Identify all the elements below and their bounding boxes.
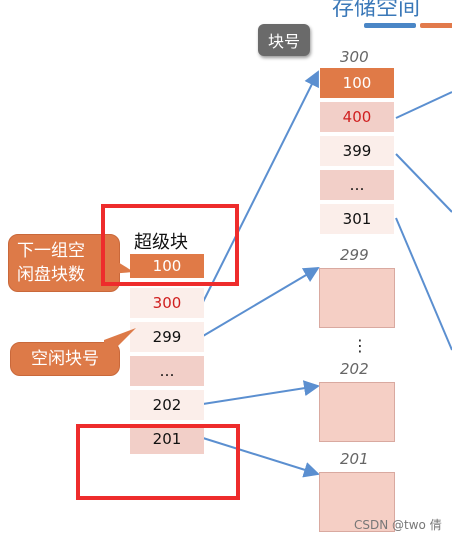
arrow-301-out [395, 217, 452, 351]
arrow-202-to-block202 [202, 380, 320, 405]
arrow-300-to-block300 [202, 70, 319, 303]
superblock: 100 300 299 … 202 201 [130, 254, 204, 454]
block299-label: 299 [340, 246, 369, 264]
page-title: 存储空间 [332, 0, 421, 21]
arrow-201-to-block201 [202, 437, 320, 478]
superblock-label: 超级块 [134, 232, 188, 253]
superblock-cell-ellipsis: … [130, 356, 204, 386]
block202-box [319, 382, 395, 442]
title-underline-blue [364, 23, 416, 28]
arrow-400-out [395, 91, 452, 119]
block300-cell-2: 399 [320, 136, 394, 166]
superblock-cell-2: 299 [130, 322, 204, 352]
superblock-cell-1: 300 [130, 288, 204, 318]
block-number-tag: 块号 [258, 24, 311, 56]
block300-cell-1: 400 [320, 102, 394, 132]
arrow-299-to-block299 [202, 266, 320, 337]
callout-free-block-number: 空闲块号 [10, 342, 120, 376]
title-underline-orange [420, 23, 452, 28]
arrow-399-out [395, 153, 452, 213]
block201-label: 201 [340, 450, 369, 468]
vertical-ellipsis: ⋮ [352, 336, 368, 355]
callout-pointer-2 [104, 328, 136, 360]
block202-label: 202 [340, 360, 369, 378]
block201-box [319, 472, 395, 532]
block299-box [319, 268, 395, 328]
block300: 100 400 399 … 301 [320, 68, 394, 234]
superblock-cell-5: 201 [130, 424, 204, 454]
highlight-superblock [101, 204, 239, 286]
superblock-cell-4: 202 [130, 390, 204, 420]
block300-cell-count: 100 [320, 68, 394, 98]
block300-cell-ellipsis: … [320, 170, 394, 200]
callout-pointer-1 [108, 256, 134, 274]
watermark: CSDN @two 倩 [354, 518, 442, 532]
superblock-cell-count: 100 [130, 254, 204, 278]
block300-cell-last: 301 [320, 204, 394, 234]
block300-label: 300 [340, 48, 369, 66]
highlight-bottom [76, 424, 240, 500]
